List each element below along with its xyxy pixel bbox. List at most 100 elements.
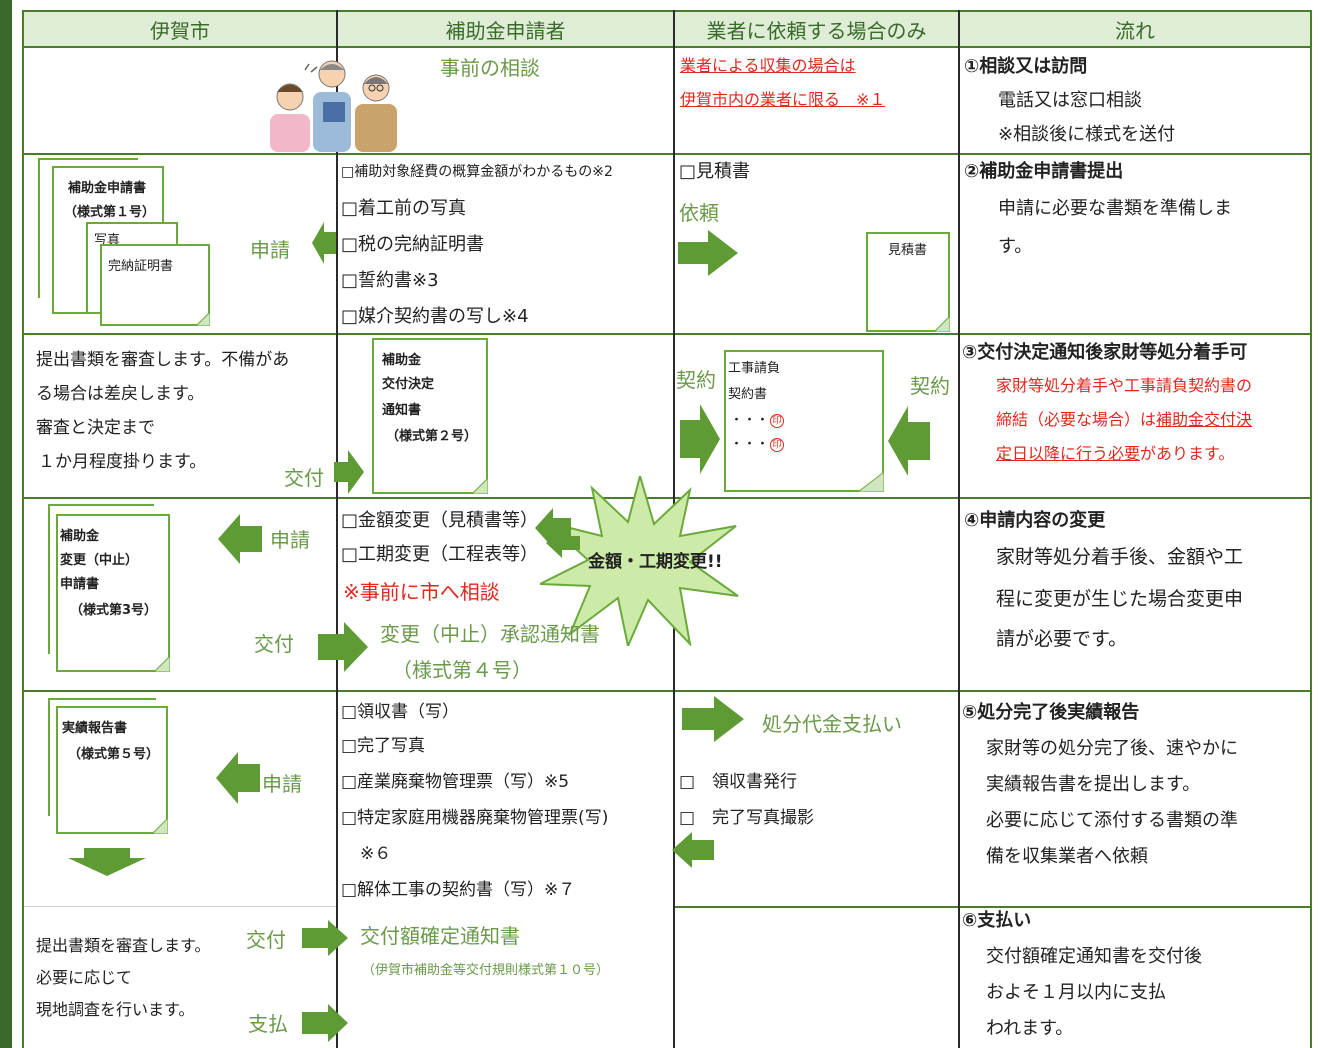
grant-notice-line2: 交付決定 (382, 377, 435, 392)
disposal-payment-label: 処分代金支払い (762, 712, 902, 736)
flow-step-5-line3: 必要に応じて添付する書類の準 (986, 810, 1238, 831)
sidebar-bar (0, 0, 12, 1048)
tax-certificate-doc: 完納証明書 (100, 244, 210, 326)
header-flow: 流れ (960, 12, 1310, 46)
contract-label-right: 契約 (910, 374, 950, 398)
deliver-arrow-label: 交付 (284, 466, 324, 490)
flow-step-2-line1: 申請に必要な書類を準備しま (998, 198, 1232, 219)
grant-notice-line4: （様式第２号） (386, 429, 478, 444)
flow-step-5-title: ⑤処分完了後実績報告 (962, 702, 1140, 723)
change-application-doc: 補助金 変更（中止） 申請書 （様式第3号） (56, 514, 170, 672)
grid-line (22, 10, 1312, 12)
grid-line (958, 10, 960, 1048)
header-vendor: 業者に依頼する場合のみ (675, 12, 958, 46)
grid-line (336, 10, 338, 1048)
left-arrow-icon (312, 222, 336, 264)
flow-step-1-title: ①相談又は訪問 (964, 56, 1088, 77)
estimate-doc: 見積書 (866, 232, 950, 332)
flow-step-3-title: ③交付決定通知後家財等処分着手可 (962, 342, 1248, 363)
change-approval-notice: 変更（中止）承認通知書 (380, 622, 600, 646)
flow-step-1-line2: ※相談後に様式を送付 (998, 124, 1176, 145)
right-arrow-icon (318, 622, 368, 672)
grid-line (22, 690, 1312, 692)
city-review-line4: １か月程度掛ります。 (38, 452, 207, 472)
change-form-line3: 申請書 (60, 577, 100, 592)
report-item: ※６ (360, 844, 392, 864)
report-form-line2: （様式第５号） (68, 747, 160, 762)
change-item-period: □工期変更（工程表等） (341, 544, 539, 565)
change-deliver-label: 交付 (254, 632, 294, 656)
right-arrow-icon (682, 696, 744, 742)
grid-line (675, 906, 1312, 908)
grid-line (22, 10, 24, 1048)
change-form-line1: 補助金 (60, 529, 100, 544)
left-arrow-icon (546, 528, 580, 558)
final-amount-notice: 交付額確定通知書 (360, 924, 520, 948)
header-city: 伊賀市 (24, 12, 336, 46)
change-apply-label: 申請 (270, 528, 310, 552)
request-arrow-label: 依頼 (679, 201, 719, 225)
report-item: □完了写真 (341, 736, 426, 756)
flow-step-4-line1: 家財等処分着手後、金額や工 (996, 546, 1244, 568)
flow-step-4-line2: 程に変更が生じた場合変更申 (996, 588, 1244, 610)
flow-step-5-line4: 備を収集業者へ依頼 (986, 846, 1148, 867)
contract-doc-signature-line: ・・・ (730, 437, 770, 452)
grid-line (1310, 10, 1312, 1048)
payment-label: 支払 (248, 1012, 288, 1036)
city-review-line2: る場合は差戻します。 (36, 384, 205, 404)
flow-step-6-line1: 交付額確定通知書を交付後 (986, 946, 1202, 967)
flow-step-3-red-line2: 締結（必要な場合）は補助金交付決 (996, 410, 1253, 429)
right-arrow-icon (334, 450, 364, 494)
flow-step-3-red-line3: 定日以降に行う必要があります。 (996, 444, 1235, 463)
report-item: □解体工事の契約書（写）※７ (341, 880, 576, 900)
left-arrow-icon (216, 752, 260, 804)
tax-certificate-label: 完納証明書 (108, 259, 174, 274)
flow-step-6-line2: およそ１月以内に支払 (986, 982, 1166, 1003)
contract-doc-line2: 契約書 (728, 387, 768, 402)
grid-line (22, 153, 1312, 155)
right-arrow-icon (302, 920, 348, 956)
final-review-line1: 提出書類を審査します。 (36, 936, 211, 955)
flow-step-2-title: ②補助金申請書提出 (964, 161, 1124, 182)
report-form-line1: 実績報告書 (62, 721, 128, 736)
flow-step-1-line1: 電話又は窓口相談 (998, 90, 1142, 111)
header-applicant: 補助金申請者 (338, 12, 673, 46)
required-item: □補助対象経費の概算金額がわかるもの※2 (341, 164, 613, 180)
report-apply-label: 申請 (262, 772, 302, 796)
application-form-subtitle: （様式第１号） (64, 205, 156, 220)
estimate-doc-label: 見積書 (888, 243, 928, 258)
city-review-line3: 審査と決定まで (36, 418, 155, 438)
application-form-title: 補助金申請書 (68, 181, 147, 196)
report-item: □特定家庭用機器廃棄物管理票(写) (341, 808, 609, 828)
consult-city-note: ※事前に市へ相談 (343, 580, 500, 604)
change-form-line2: 変更（中止） (60, 553, 139, 568)
grid-line (22, 497, 1312, 499)
flow-step-2-line2: す。 (998, 236, 1033, 257)
required-item: □媒介契約書の写し※4 (341, 306, 529, 327)
final-review-line2: 必要に応じて (36, 968, 133, 987)
city-review-line1: 提出書類を審査します。不備があ (36, 350, 290, 370)
required-item: □誓約書※3 (341, 270, 439, 291)
flow-step-6-title: ⑥支払い (962, 910, 1032, 931)
consultation-people-illustration (270, 60, 397, 152)
grid-line (22, 46, 1312, 48)
construction-contract-doc: 工事請負 契約書 ・・・ 印 ・・・ 印 (724, 350, 884, 492)
change-burst-shape (540, 476, 739, 646)
photo-doc-label: 写真 (94, 233, 121, 248)
right-arrow-icon (302, 1004, 348, 1042)
left-arrow-icon (888, 406, 930, 476)
final-deliver-label: 交付 (246, 928, 286, 952)
apply-arrow-label: 申請 (250, 238, 290, 262)
vendor-note-line2: 伊賀市内の業者に限る ※１ (680, 90, 886, 109)
report-item: □産業廃棄物管理票（写）※5 (341, 772, 570, 792)
required-item: □税の完納証明書 (341, 234, 485, 255)
flow-step-3-red-line1: 家財等処分着手や工事請負契約書の (996, 376, 1253, 395)
flow-step-4-line3: 請が必要です。 (996, 628, 1128, 650)
flow-step-5-line2: 実績報告書を提出します。 (986, 774, 1201, 795)
right-arrow-icon (678, 230, 738, 276)
left-arrow-icon (218, 514, 262, 564)
down-arrow-icon (68, 848, 146, 876)
contract-doc-line1: 工事請負 (728, 361, 781, 376)
change-burst-label: 金額・工期変更!! (588, 552, 723, 572)
